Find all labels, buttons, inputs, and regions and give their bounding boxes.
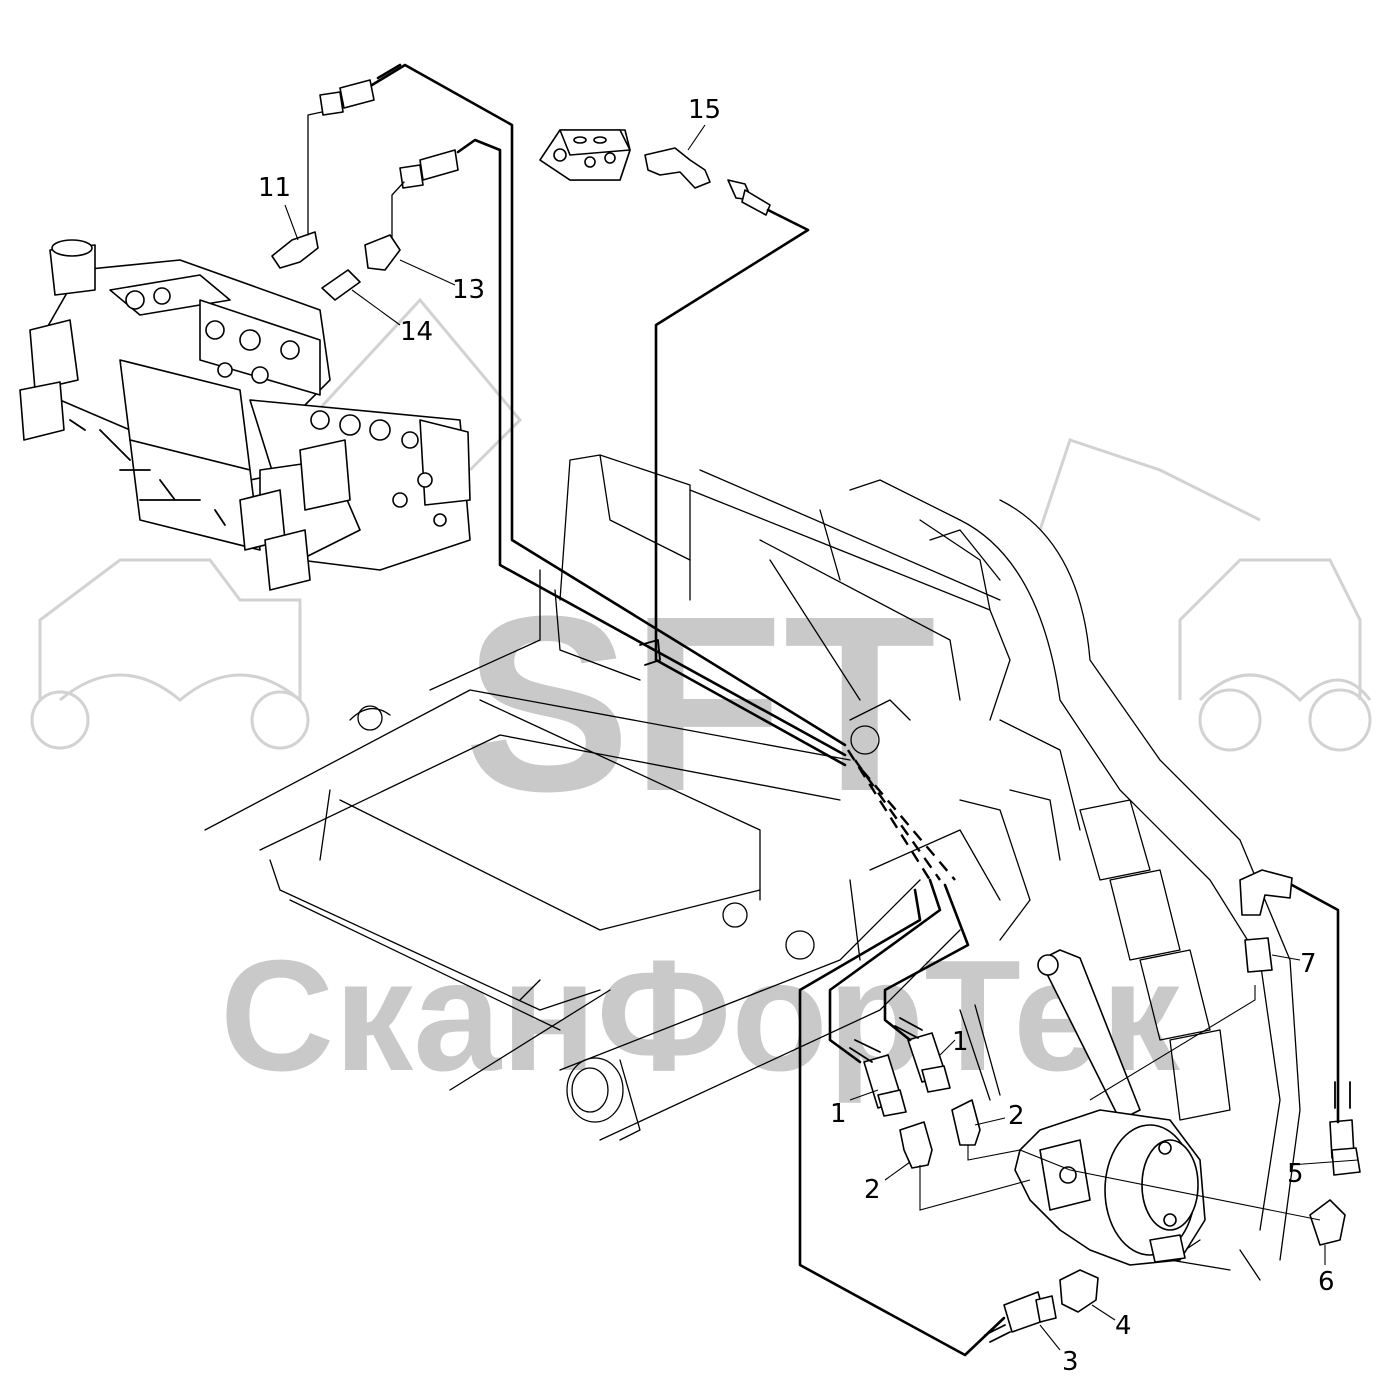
callouts: 1 1 2 2 3 4 5 6 7 11 13 14 15	[258, 95, 1335, 1377]
hydraulic-motor	[1014, 949, 1206, 1266]
callout-2b: 2	[1008, 1101, 1025, 1131]
callout-11: 11	[258, 173, 291, 203]
callout-13: 13	[452, 275, 485, 305]
watermark: SFT СканФорТек	[30, 297, 1372, 1104]
leader-lines	[284, 124, 1359, 1351]
callout-5: 5	[1287, 1159, 1304, 1189]
callout-6: 6	[1318, 1267, 1335, 1297]
callout-2a: 2	[864, 1175, 881, 1205]
watermark-company: СканФорТек	[220, 928, 1181, 1104]
watermark-machine-right	[1038, 438, 1372, 752]
manifold-block	[539, 129, 631, 181]
callout-7: 7	[1300, 949, 1317, 979]
callout-14: 14	[400, 317, 433, 347]
machine-frame	[204, 454, 1301, 1281]
watermark-machine-left	[30, 297, 523, 750]
callout-15: 15	[688, 95, 721, 125]
fittings	[271, 79, 1361, 1333]
watermark-brand: SFT	[464, 564, 936, 843]
callout-1b: 1	[952, 1027, 969, 1057]
callout-4: 4	[1115, 1311, 1132, 1341]
callout-1a: 1	[830, 1099, 847, 1129]
control-valve-block	[19, 239, 471, 591]
callout-3: 3	[1062, 1347, 1079, 1377]
hose-lines	[307, 63, 1351, 1357]
